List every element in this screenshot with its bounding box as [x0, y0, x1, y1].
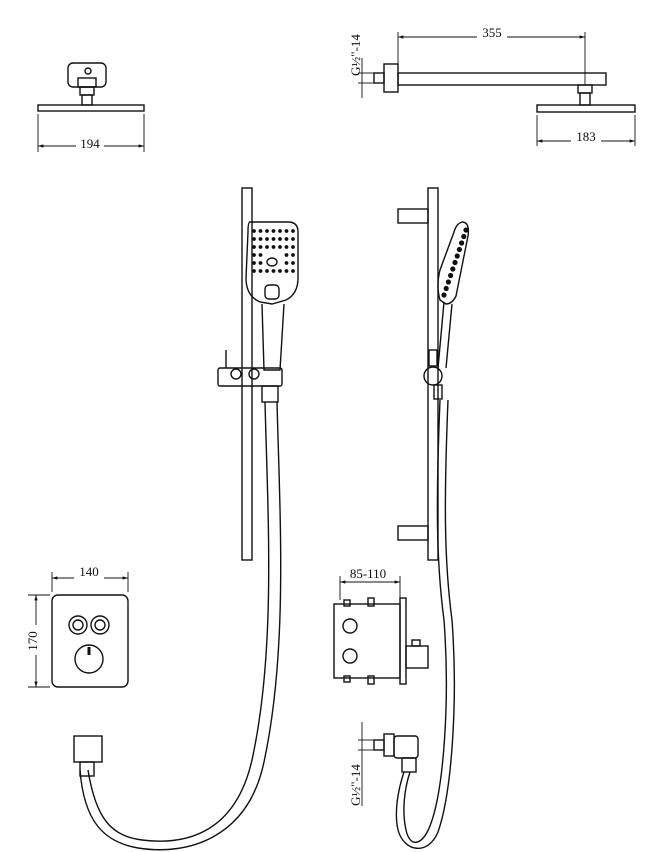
nozzle-dot — [278, 269, 282, 273]
outlet-thread-dimension: G½"-14 — [348, 722, 374, 806]
shower-arm-side-view — [373, 63, 636, 113]
nozzle-dot — [291, 237, 295, 241]
nozzle-tooth — [448, 272, 454, 279]
head-front-width-label: 194 — [80, 136, 100, 151]
nozzle-tooth — [456, 246, 462, 253]
nozzle-dot — [265, 237, 269, 241]
hose-side-view — [395, 399, 456, 849]
arm-length-label: 355 — [482, 25, 502, 40]
nozzle-dot — [258, 253, 263, 257]
nozzle-dot — [271, 237, 276, 241]
valve-body-side-view — [333, 597, 429, 685]
head-side-width-label: 183 — [576, 129, 596, 144]
nozzle-tooth — [461, 233, 467, 240]
nozzle-dot — [265, 269, 269, 273]
shower-head-front-view — [37, 62, 145, 112]
head-front-width-dimension: 194 — [37, 114, 145, 152]
nozzle-dot — [258, 229, 263, 233]
nozzle-dot — [278, 245, 282, 249]
nozzle-tooth — [441, 292, 447, 298]
nozzle-dot — [271, 269, 276, 273]
arm-length-dimension: 355 — [397, 25, 586, 85]
nozzle-dot — [271, 245, 276, 249]
outlet-elbow-side-view — [373, 733, 419, 773]
nozzle-dot — [271, 229, 276, 233]
nozzle-dot — [258, 245, 263, 249]
nozzle-tooth — [454, 253, 460, 259]
nozzle-dot — [265, 229, 269, 233]
hand-shower-front-view — [245, 221, 299, 371]
head-side-width-dimension: 183 — [536, 115, 636, 146]
nozzle-tooth — [443, 285, 449, 292]
hand-shower-nozzles — [252, 229, 295, 273]
nozzle-dot — [284, 229, 289, 233]
hand-shower-nozzle-teeth — [441, 227, 469, 298]
nozzle-dot — [278, 237, 282, 241]
nozzle-dot — [252, 229, 256, 233]
mixer-plate-front-view — [51, 594, 129, 688]
nozzle-dot — [291, 261, 295, 265]
slide-rail-front-view — [217, 187, 283, 561]
nozzle-dot — [252, 269, 256, 273]
shower-hose — [79, 401, 282, 851]
arm-thread-top-dimension: G½"-14 — [348, 34, 374, 98]
nozzle-dot — [252, 261, 256, 265]
nozzle-dot — [258, 261, 263, 265]
nozzle-dot — [291, 245, 295, 249]
nozzle-dot — [284, 237, 289, 241]
nozzle-dot — [284, 253, 289, 257]
slide-rail-side-view — [397, 187, 443, 561]
nozzle-dot — [278, 229, 282, 233]
nozzle-dot — [284, 261, 289, 265]
nozzle-dot — [291, 229, 295, 233]
nozzle-dot — [258, 237, 263, 241]
nozzle-dot — [284, 269, 289, 273]
wall-outlet-elbow — [73, 735, 103, 777]
nozzle-dot — [291, 269, 295, 273]
hand-shower-side-view — [437, 221, 470, 369]
nozzle-tooth — [445, 279, 451, 285]
nozzle-dot — [284, 245, 289, 249]
valve-depth-label: 85-110 — [350, 566, 386, 581]
nozzle-tooth — [452, 259, 458, 266]
nozzle-dot — [291, 253, 295, 257]
nozzle-dot — [252, 237, 256, 241]
nozzle-dot — [258, 269, 263, 273]
mixer-width-label: 140 — [79, 564, 99, 579]
mixer-width-dimension: 140 — [51, 564, 129, 592]
nozzle-tooth — [459, 240, 465, 246]
outlet-thread-label: G½"-14 — [348, 764, 363, 806]
nozzle-dot — [265, 245, 269, 249]
nozzle-tooth — [450, 266, 456, 272]
mixer-height-dimension: 170 — [25, 594, 50, 688]
mixer-height-label: 170 — [25, 631, 40, 651]
nozzle-tooth — [463, 227, 469, 233]
nozzle-dot — [252, 253, 256, 257]
nozzle-dot — [252, 245, 256, 249]
arm-thread-top-label: G½"-14 — [348, 34, 363, 76]
valve-depth-dimension: 85-110 — [339, 566, 401, 600]
